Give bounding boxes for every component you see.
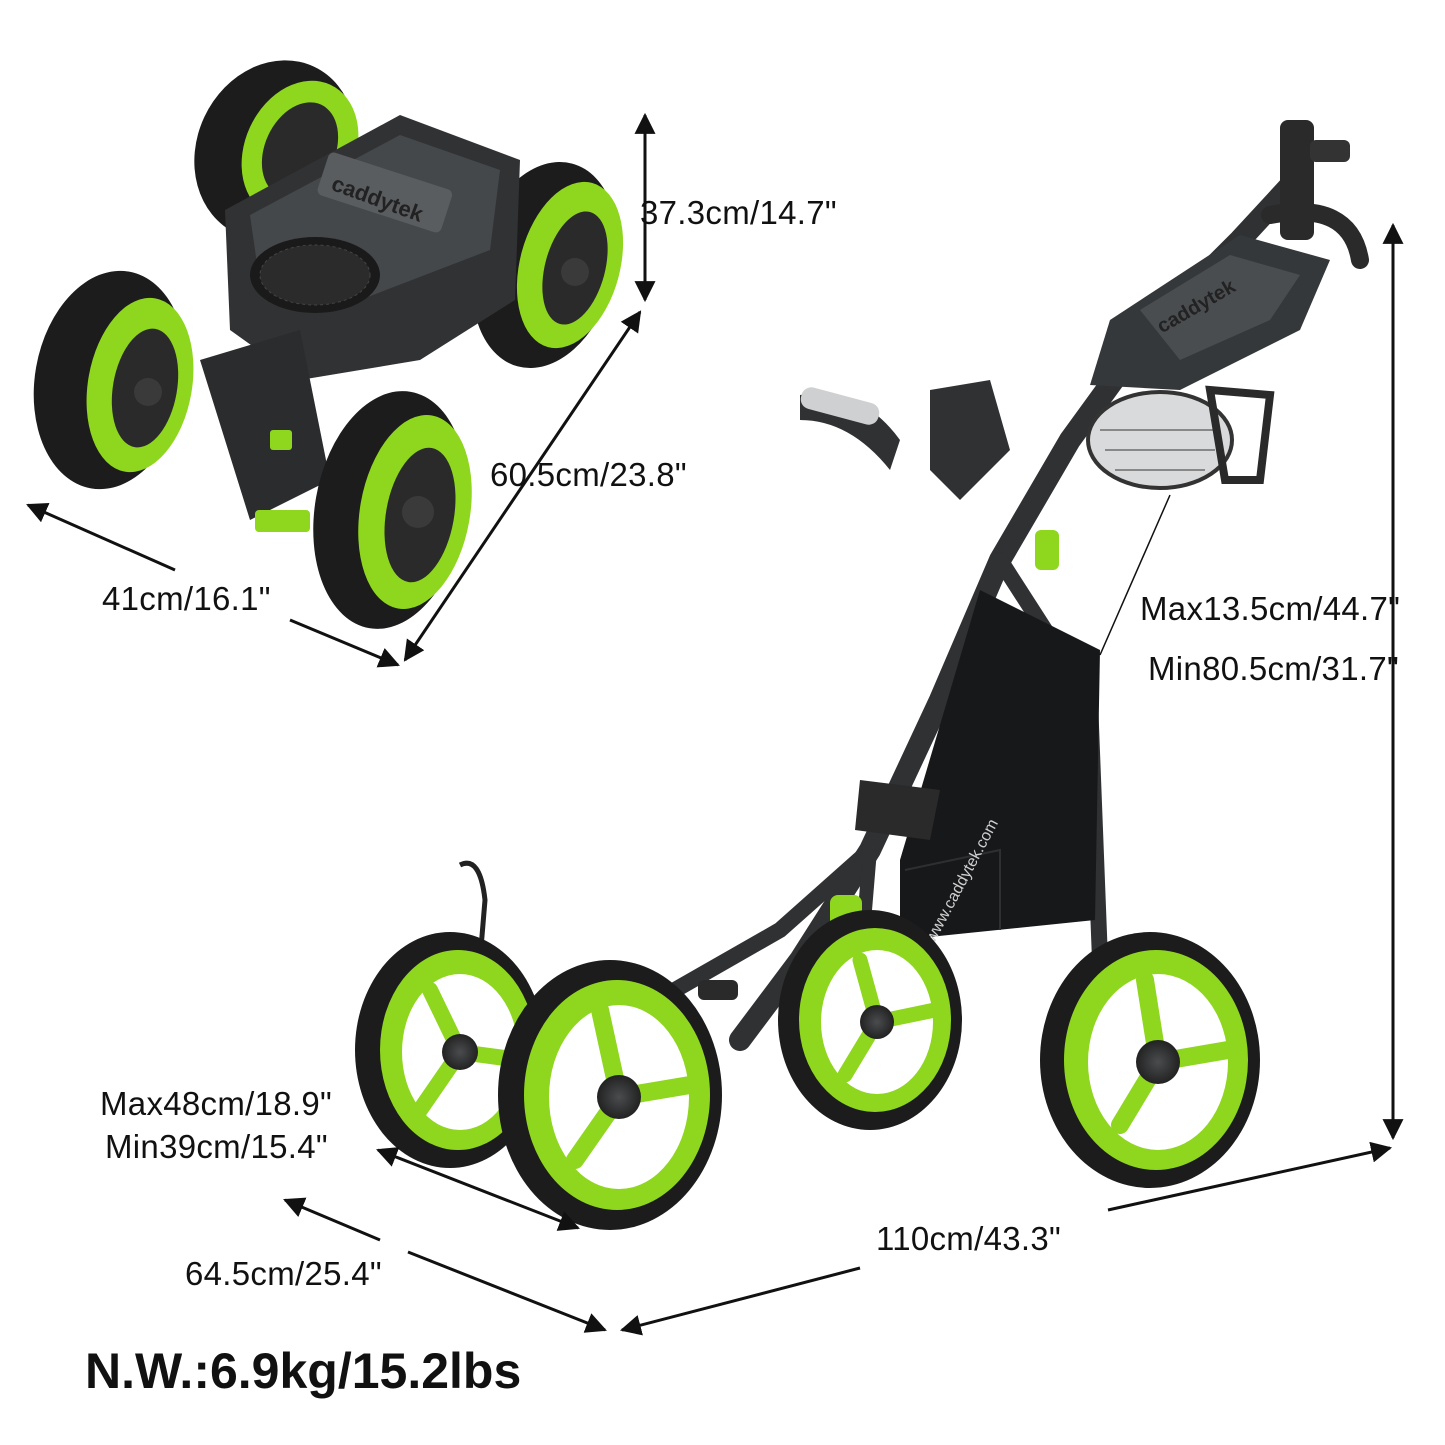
overall-length-arrow-left xyxy=(619,1266,861,1336)
open-cart-illustration: caddytek www.caddytek.com xyxy=(355,120,1369,1230)
folded-wheel-front-right xyxy=(313,391,472,629)
open-wheel-front-right xyxy=(1040,932,1260,1188)
overall-length-label: 110cm/43.3" xyxy=(876,1220,1062,1257)
folded-length-arrow xyxy=(403,310,642,662)
wheelbase-arrow-right xyxy=(407,1250,607,1333)
folded-height-label: 37.3cm/14.7" xyxy=(640,194,837,231)
overall-length-arrow-right xyxy=(1107,1141,1393,1212)
handle-pointer-line xyxy=(1099,494,1171,656)
folded-width-label: 41cm/16.1" xyxy=(102,580,271,617)
wheelbase-arrow-left xyxy=(283,1197,381,1242)
wheelbase-label: 64.5cm/25.4" xyxy=(185,1255,382,1292)
wheel-track-min-label: Min39cm/15.4" xyxy=(105,1128,328,1165)
open-wheel-back-right xyxy=(778,910,962,1130)
folded-width-arrow-right xyxy=(289,618,400,668)
wheel-track-max-label: Max48cm/18.9" xyxy=(100,1085,333,1122)
open-wheel-front-left xyxy=(498,960,722,1230)
net-weight-label: N.W.:6.9kg/15.2lbs xyxy=(85,1343,522,1399)
wheel-track-arrow xyxy=(376,1147,580,1231)
folded-width-arrow-left xyxy=(26,503,176,572)
handle-height-max-label: Max13.5cm/44.7" xyxy=(1140,590,1401,627)
open-wheel-back-left xyxy=(355,932,545,1168)
handle-height-min-label: Min80.5cm/31.7" xyxy=(1148,650,1400,687)
folded-wheel-front-left xyxy=(33,270,194,490)
folded-length-label: 60.5cm/23.8" xyxy=(490,456,687,493)
folded-cart-illustration: caddytek xyxy=(33,60,624,629)
